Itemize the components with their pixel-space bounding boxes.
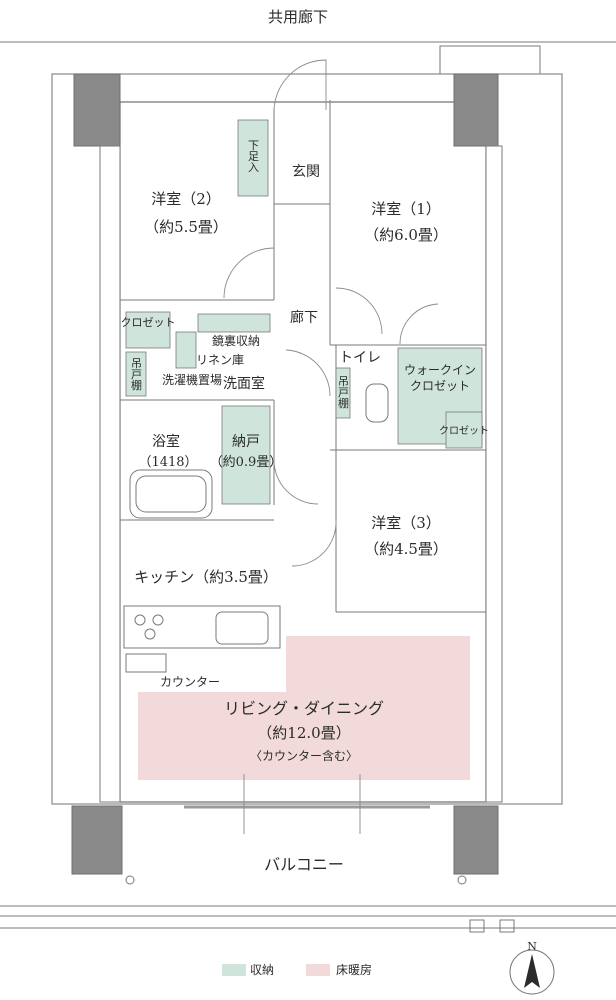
bathtub [129,469,213,519]
washroom-door[interactable] [285,349,331,397]
linen-storage [175,331,197,369]
legend-storage-swatch [222,964,246,976]
living-dining-note: 〈カウンター含む〉 [250,748,358,763]
mirror-storage-label: 鏡裏収納 [212,333,260,348]
washroom-label: 洗面室 [223,375,265,392]
closet3-label: クロゼット [439,425,489,437]
shoebox-storage [237,119,269,197]
pillar-top-left [73,73,121,147]
walkin-label-1: ウォークイン [404,363,476,377]
left-wall [99,145,121,803]
bath-name: 浴室 [152,433,180,450]
western1-name: 洋室（1） [371,200,441,218]
north-arrow-icon [524,954,540,988]
kitchen-label: キッチン（約3.5畳） [134,568,278,586]
western3-door[interactable] [291,519,337,567]
bath-size: （1418） [138,455,197,470]
north-compass: N [509,940,555,995]
mirror-storage [197,313,271,333]
western3-name: 洋室（3） [371,514,441,532]
pillar-bottom-left [71,805,123,875]
closet2-label: クロゼット [121,316,176,329]
hallway-label: 廊下 [290,309,318,326]
walkin-label-2: クロゼット [410,379,470,393]
walkin-door[interactable] [399,303,439,345]
western2-size: （約5.5畳） [144,218,228,236]
right-wall [485,145,503,803]
toilet-shelf-label: 吊戸棚 [337,375,350,409]
closet2-storage [125,311,171,349]
kitchen-sink [215,611,269,645]
legend-floor-heating-swatch [306,964,330,976]
toilet-fixture [365,383,389,423]
shoebox-label: 下足入 [247,140,260,173]
closet3-storage [445,411,483,449]
linen-label: リネン庫 [196,353,244,367]
western1-size: （約6.0畳） [364,226,448,244]
walk-in-closet [397,347,483,445]
living-dining-size: （約12.0畳） [257,724,350,742]
western2-door[interactable] [223,247,275,299]
storage-door[interactable] [273,459,319,505]
hanging-shelf-left-label: 吊戸棚 [130,357,143,391]
outer-wall [51,73,563,805]
balcony-drain [469,919,485,933]
corridor-label: 共用廊下 [268,8,328,26]
compass-label: N [527,940,537,953]
hanging-shelf-left [125,351,147,397]
kitchen-counter [123,605,281,649]
entrance-door[interactable] [273,59,327,111]
entrance-label: 玄関 [292,163,320,180]
washer-label: 洗濯機置場 [162,372,222,387]
stove-burner [134,614,146,626]
legend-floor-heating-label: 床暖房 [336,962,372,977]
living-dining-name: リビング・ダイニング [224,699,384,718]
storage-room-name: 納戸 [232,434,260,450]
toilet-hanging-shelf [335,367,351,419]
counter-label: カウンター [160,675,220,689]
western1-door[interactable] [335,287,383,335]
pillar-top-right [453,73,499,147]
legend-storage-label: 収納 [250,963,274,977]
pillar-bottom-right [453,805,499,875]
meter-box [439,45,541,75]
counter-fixture [125,653,167,673]
toilet-label: トイレ [339,350,381,366]
storage-room [221,405,271,505]
balcony-label: バルコニー [264,855,344,874]
western3-size: （約4.5畳） [364,540,448,558]
western2-name: 洋室（2） [151,190,221,208]
floor-heating-area [138,636,470,780]
storage-room-size: （約0.9畳） [210,455,283,470]
